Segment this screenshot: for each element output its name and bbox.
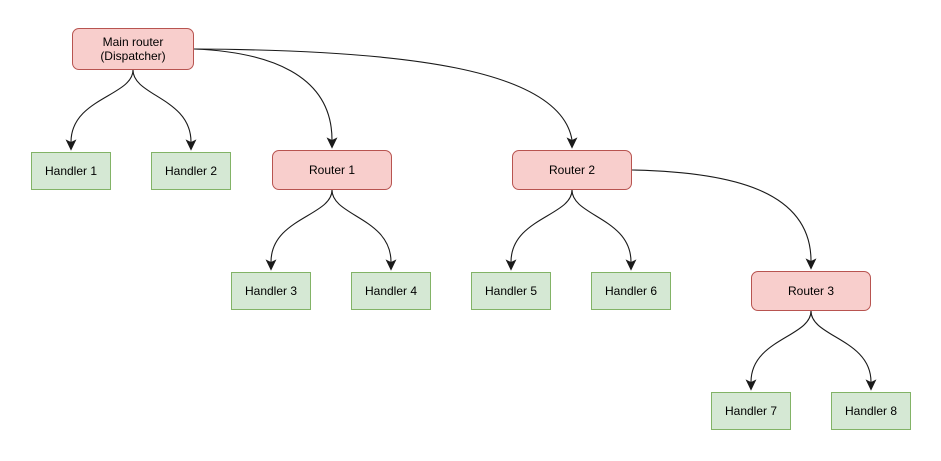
node-handler-1[interactable]: Handler 1: [31, 152, 111, 190]
edge-router-2-to-router-3: [631, 169, 817, 270]
node-handler-8[interactable]: Handler 8: [831, 392, 911, 430]
node-handler-3[interactable]: Handler 3: [231, 272, 311, 310]
node-label-handler-5: Handler 5: [484, 284, 538, 298]
edge-main-router-to-handler-1: [65, 69, 134, 151]
node-label-handler-3: Handler 3: [244, 284, 298, 298]
node-label-handler-6: Handler 6: [604, 284, 658, 298]
edge-main-router-to-handler-2: [132, 69, 197, 151]
edge-router-3-to-handler-8: [810, 310, 877, 391]
node-label-handler-1: Handler 1: [44, 164, 98, 178]
edge-main-router-to-router-1: [193, 48, 338, 149]
node-label-main-router: Main router (Dispatcher): [100, 35, 166, 63]
node-label-handler-7: Handler 7: [724, 404, 778, 418]
node-label-router-3: Router 3: [787, 284, 835, 298]
node-label-handler-8: Handler 8: [844, 404, 898, 418]
node-router-1[interactable]: Router 1: [272, 150, 392, 190]
node-label-handler-4: Handler 4: [364, 284, 418, 298]
node-main-router[interactable]: Main router (Dispatcher): [72, 28, 194, 70]
node-router-2[interactable]: Router 2: [512, 150, 632, 190]
node-label-router-2: Router 2: [548, 163, 596, 177]
node-handler-2[interactable]: Handler 2: [151, 152, 231, 190]
node-handler-4[interactable]: Handler 4: [351, 272, 431, 310]
node-label-router-1: Router 1: [308, 163, 356, 177]
edge-router-3-to-handler-7: [745, 310, 812, 391]
edge-router-1-to-handler-4: [331, 189, 397, 271]
edge-main-router-to-router-2: [193, 48, 578, 149]
node-handler-6[interactable]: Handler 6: [591, 272, 671, 310]
edge-router-1-to-handler-3: [265, 189, 333, 271]
node-handler-7[interactable]: Handler 7: [711, 392, 791, 430]
node-label-handler-2: Handler 2: [164, 164, 218, 178]
edge-router-2-to-handler-6: [571, 189, 637, 271]
node-router-3[interactable]: Router 3: [751, 271, 871, 311]
node-handler-5[interactable]: Handler 5: [471, 272, 551, 310]
edge-router-2-to-handler-5: [505, 189, 573, 271]
